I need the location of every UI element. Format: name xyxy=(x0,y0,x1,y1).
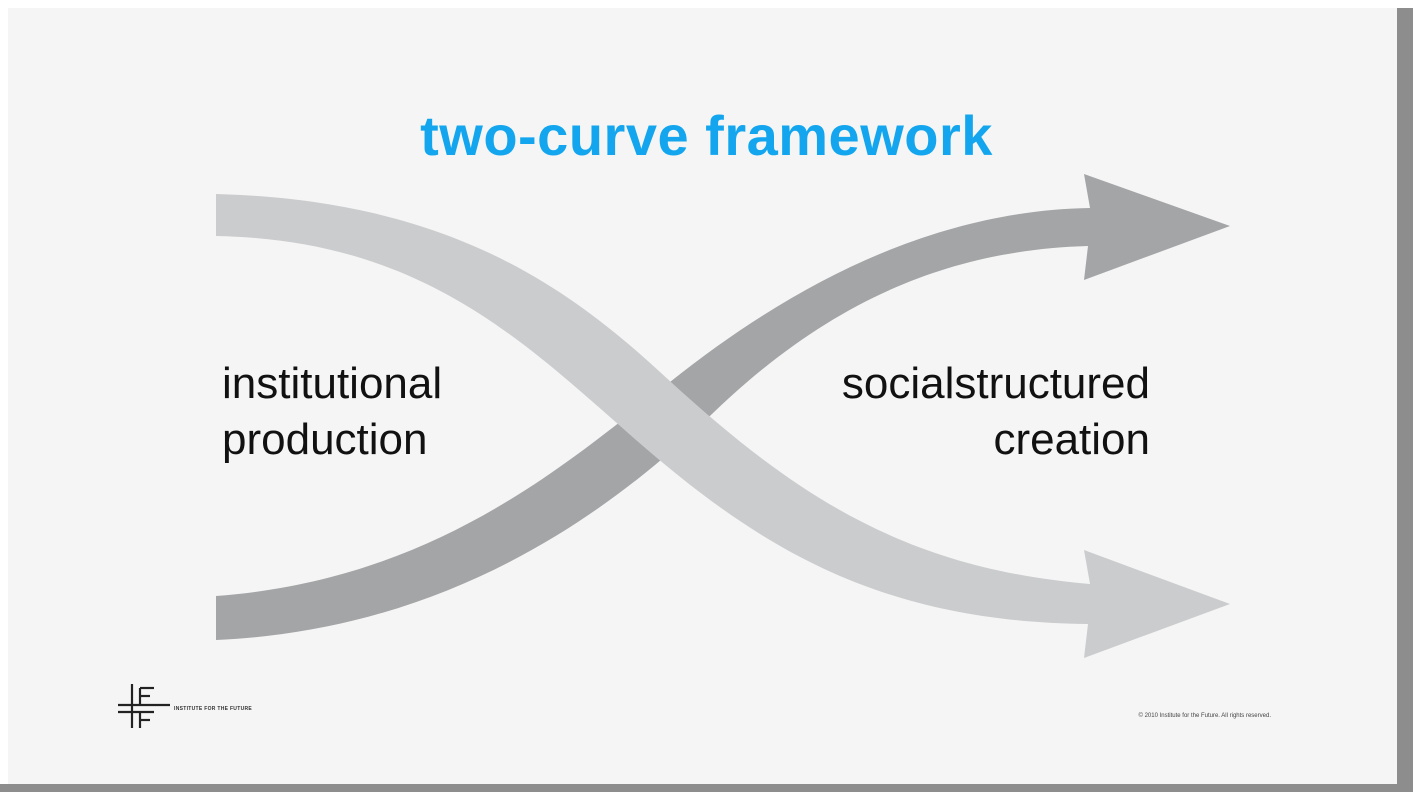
right-label-line2: creation xyxy=(993,415,1150,464)
logo-text: INSTITUTE FOR THE FUTURE xyxy=(174,706,253,712)
copyright-notice: © 2010 Institute for the Future. All rig… xyxy=(1138,713,1272,719)
falling-curve-arrow xyxy=(216,194,1230,658)
left-label-line2: production xyxy=(222,415,428,464)
left-label-line1: institutional xyxy=(222,359,443,408)
right-label-line1: socialstructured xyxy=(841,359,1150,408)
rising-curve-arrow xyxy=(216,174,1230,640)
socialstructured-creation-label: socialstructured creation xyxy=(842,356,1150,468)
slide-title: two-curve framework xyxy=(420,104,993,167)
slide-shadow-bottom xyxy=(0,784,1413,792)
iftf-logo-icon xyxy=(118,684,170,728)
institutional-production-label: institutional production xyxy=(222,356,442,468)
slide-shadow-right xyxy=(1397,8,1413,792)
